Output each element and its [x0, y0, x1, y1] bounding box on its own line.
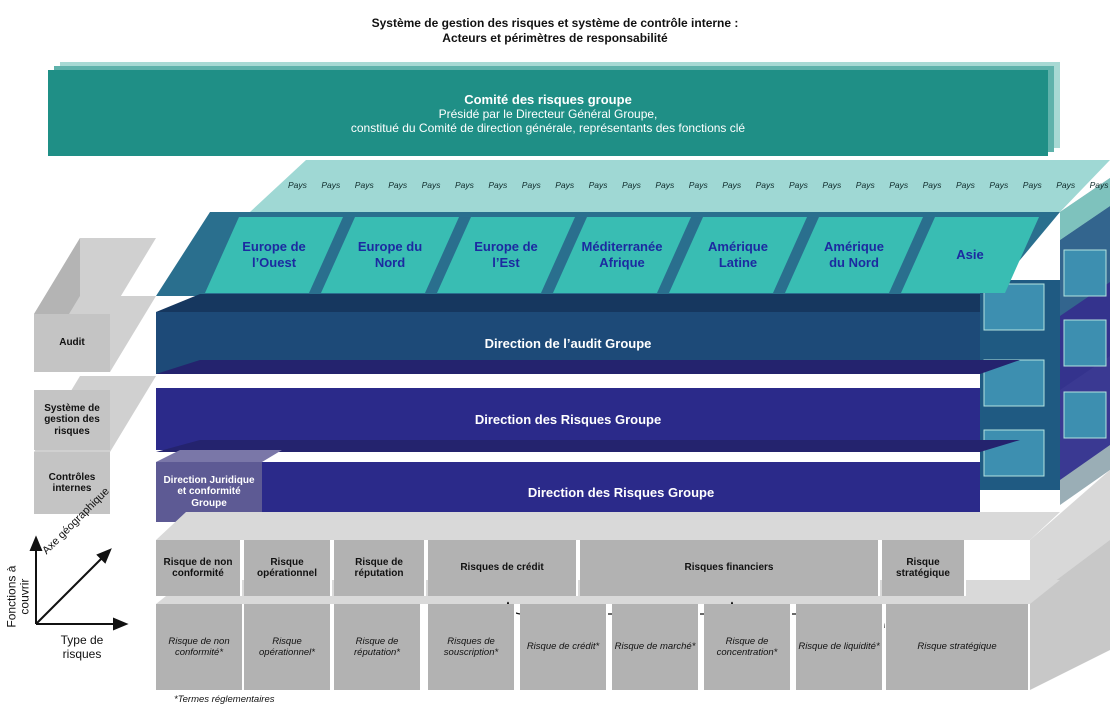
regulatory-term-cell: Risque de liquidité*	[796, 604, 884, 690]
legal-band-top	[156, 450, 282, 462]
pays-label: Pays	[688, 180, 708, 190]
risk-type-cell: Risque stratégique	[882, 540, 966, 596]
cube-grid-cells	[983, 249, 1107, 477]
committee-box: Comité des risques groupe Présidé par le…	[48, 70, 1048, 156]
types-top	[156, 512, 1060, 540]
committee-line-2: constitué du Comité de direction général…	[350, 120, 746, 135]
region-line-2: du Nord	[829, 255, 879, 270]
region-line-1: Europe de	[474, 239, 538, 255]
regulatory-term-cell: Risque opérationnel*	[244, 604, 332, 690]
title-line-2: Acteurs et périmètres de responsabilité	[442, 31, 668, 45]
risks-band-label: Direction des Risques Groupe	[474, 411, 662, 427]
pays-label: Pays	[655, 180, 675, 190]
pays-label: Pays	[622, 180, 641, 190]
footnote: *Termes réglementaires	[174, 694, 275, 705]
committee-line-1: Présidé par le Directeur Général Groupe,	[438, 106, 658, 121]
pays-label: Pays	[488, 180, 508, 190]
pays-label: Pays	[288, 180, 307, 190]
region-line-2: Latine	[718, 255, 758, 270]
regulatory-term-cell: Risques de souscription*	[428, 604, 516, 690]
pays-label: Pays	[455, 180, 474, 190]
pays-strip	[250, 160, 1110, 212]
side-label-audit: Audit	[34, 314, 110, 372]
region-line-1: Europe de	[242, 239, 306, 255]
regulatory-term-cell: Risque de non conformité*	[156, 604, 244, 690]
region-line-2: l’Ouest	[251, 255, 297, 270]
region-line-2: l’Est	[492, 255, 520, 270]
regulatory-term-cell: Risque de crédit*	[520, 604, 608, 690]
pays-label: Pays	[555, 180, 575, 190]
audit-band-top	[156, 294, 1040, 312]
risks-band	[156, 388, 980, 450]
pays-label: Pays	[1089, 180, 1109, 190]
side-label-risk-system: Système de gestion des risques	[34, 390, 110, 450]
risk-type-cell: Risque de non conformité	[156, 540, 242, 596]
regulatory-term-cell: Risque de concentration*	[704, 604, 792, 690]
legal-band-label: Direction Juridique et conformité Groupe	[163, 474, 255, 509]
regulatory-term-cell: Risque de marché*	[612, 604, 700, 690]
region-line-1: Europe du	[357, 239, 423, 255]
axis-vertical-text: Fonctions à couvrir	[4, 565, 31, 628]
risk-type-cell: Risques financiers	[580, 540, 880, 596]
pays-label: Pays	[922, 180, 942, 190]
pays-label: Pays	[388, 180, 408, 190]
audit-band-label: Direction de l’audit Groupe	[484, 335, 652, 351]
pays-label: Pays	[521, 180, 541, 190]
pays-label: Pays	[789, 180, 808, 190]
region-line-1: Asie	[956, 247, 984, 263]
region-line-1: Méditerranée	[581, 239, 663, 255]
committee-name: Comité des risques groupe	[464, 91, 632, 107]
controls-band-top	[156, 440, 1020, 452]
region-line-2: Nord	[374, 255, 406, 270]
region-line-2: Afrique	[599, 255, 645, 270]
pays-label: Pays	[855, 180, 875, 190]
pays-label: Pays	[588, 180, 608, 190]
risk-type-cell: Risque opérationnel	[244, 540, 332, 596]
side-label-internal-controls: Contrôles internes	[34, 452, 110, 514]
axes-graphic	[29, 535, 129, 631]
pays-label: Pays	[956, 180, 975, 190]
risk-type-cell: Risques de crédit	[428, 540, 578, 596]
pays-label: Pays	[889, 180, 909, 190]
pays-right-face	[1060, 178, 1110, 240]
bottom-right-face-2	[1030, 540, 1110, 690]
title-line-1: Système de gestion des risques et systèm…	[371, 16, 739, 30]
risks-band-top	[156, 360, 1020, 374]
axis-horizontal-label: Type de risques	[60, 633, 104, 661]
regulatory-term-cell: Risque de réputation*	[334, 604, 422, 690]
region-line-1: Amérique	[708, 239, 768, 255]
pays-label: Pays	[822, 180, 842, 190]
committee-block	[48, 70, 1048, 156]
pays-label: Pays	[1022, 180, 1042, 190]
pays-label: Pays	[989, 180, 1009, 190]
pays-label: Pays	[1056, 180, 1076, 190]
risk-type-cell: Risque de réputation	[334, 540, 426, 596]
axis-vertical-label: Fonctions à couvrir	[2, 546, 32, 646]
region-line-1: Amérique	[824, 239, 884, 255]
regulatory-term-cell: Risque stratégique	[886, 604, 1030, 690]
pays-label: Pays	[755, 180, 775, 190]
controls-band-label: Direction des Risques Groupe	[527, 484, 715, 500]
pays-label: Pays	[354, 180, 374, 190]
pays-label: Pays	[321, 180, 341, 190]
pays-label: Pays	[722, 180, 742, 190]
pays-label: Pays	[421, 180, 441, 190]
